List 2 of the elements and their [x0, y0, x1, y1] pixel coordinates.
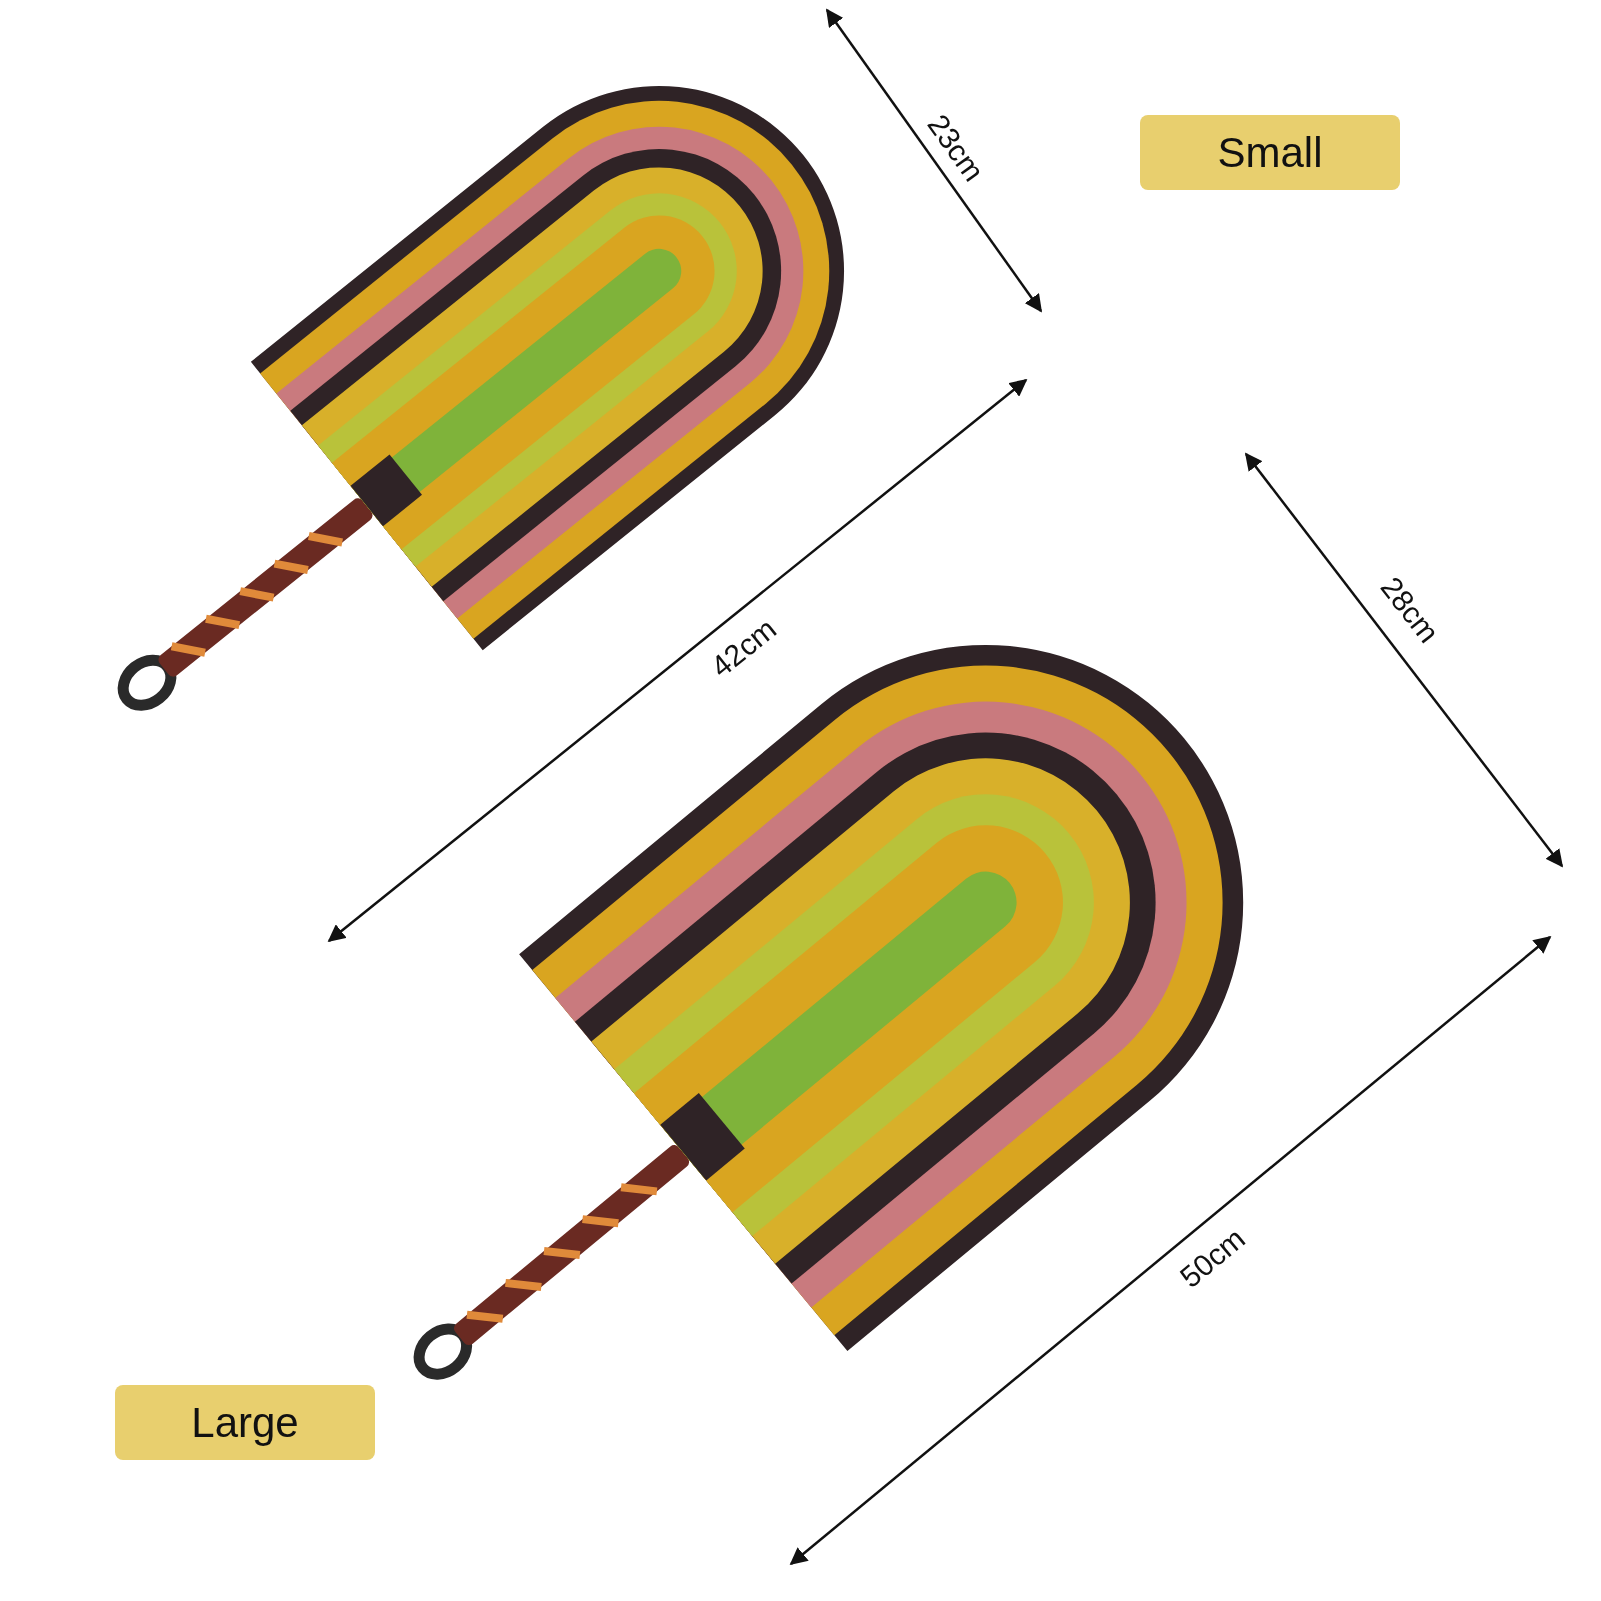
- size-tag: Small: [1140, 115, 1400, 190]
- size-tag: Large: [115, 1385, 375, 1460]
